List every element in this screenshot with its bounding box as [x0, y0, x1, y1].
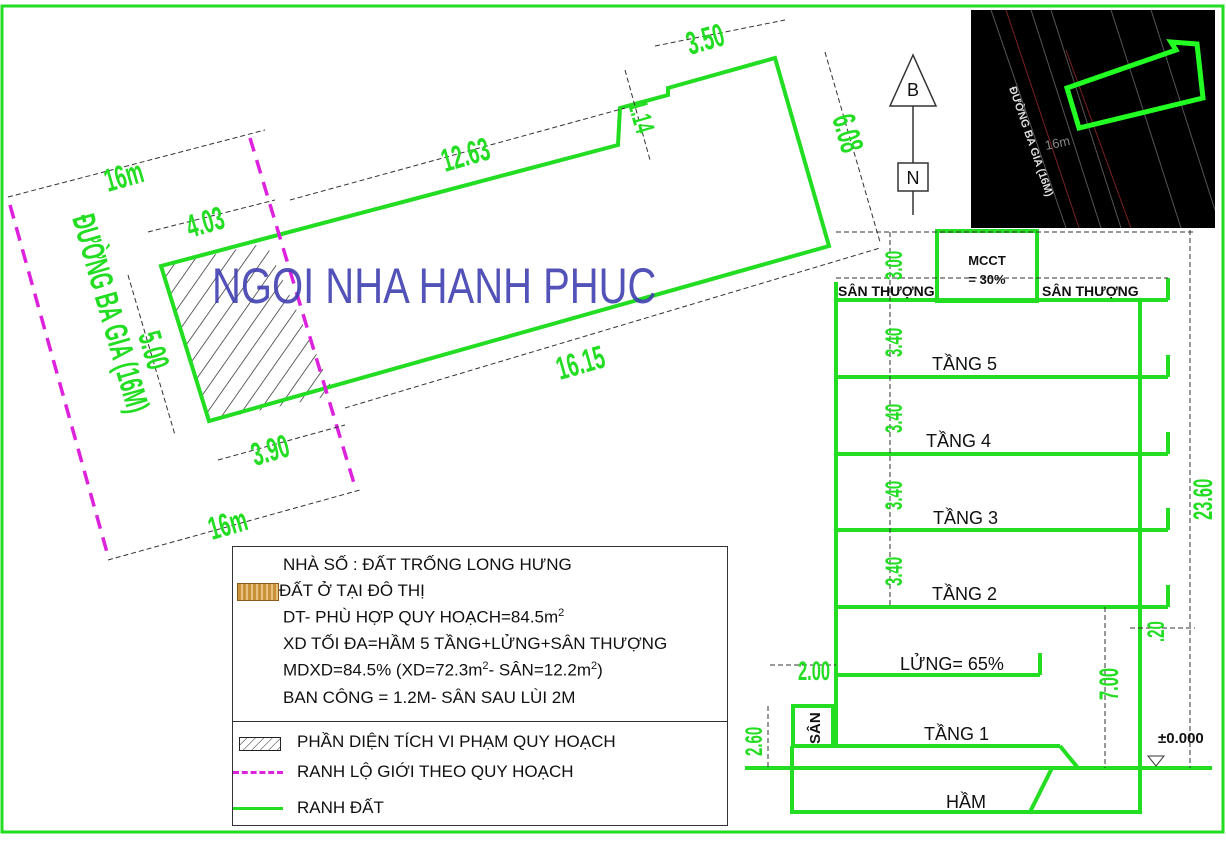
floor-4-label: TẦNG 4	[926, 430, 991, 451]
legend-key-road-limit: RANH LỘ GIỚI THEO QUY HOẠCH	[297, 762, 574, 781]
dim-floor5-height: 3.40	[882, 328, 908, 357]
dim-notch: 1.14	[622, 97, 661, 137]
violation-area	[161, 243, 335, 421]
ground-floor-label: TẦNG 1	[924, 723, 989, 744]
road-limit-line	[248, 137, 358, 491]
legend-area: DT- PHÙ HỢP QUY HOẠCH=84.5m2	[283, 607, 564, 628]
legend-mdxd-a: MDXD=84.5% (XD=72.3m	[283, 660, 483, 680]
dim-back-width: 3.50	[682, 17, 729, 62]
dim-road-top: 16m	[100, 153, 148, 199]
roof-left-label: SÂN THƯỢNG	[838, 282, 935, 299]
legend-mdxd-c: )	[597, 660, 603, 680]
legend-mdxd-b: - SÂN=12.2m	[488, 660, 592, 680]
dim-rear-depth: 6.08	[825, 110, 870, 157]
dim-ground-height: 7.00	[1094, 668, 1124, 700]
compass-top-label: B	[907, 80, 919, 100]
road-edge-line	[8, 204, 110, 557]
street-label: ĐƯỜNG BA GIA (16M)	[65, 210, 158, 417]
mcct-label-2: = 30%	[968, 272, 1006, 287]
legend-area-text: DT- PHÙ HỢP QUY HOẠCH=84.5m	[283, 607, 559, 627]
dim-total-height: 23.60	[1188, 479, 1218, 520]
level-marker-icon	[1146, 755, 1166, 767]
road-limit-swatch-icon	[233, 771, 283, 774]
legend-land-type: ĐẤT Ở TẠI ĐÔ THỊ	[279, 581, 425, 600]
legend-max-build: XD TỐI ĐA=HẦM 5 TẦNG+LỬNG+SÂN THƯỢNG	[283, 634, 668, 653]
legend-title: NHÀ SỐ : ĐẤT TRỐNG LONG HƯNG	[283, 555, 572, 574]
dimension-lines	[7, 19, 881, 561]
site-plan: 16m 16m 4.03 3.90 5.00 12.63 16.15 3.50 …	[7, 17, 881, 561]
mcct-label-1: MCCT	[968, 253, 1006, 268]
dim-front-bottom: 3.90	[247, 428, 294, 473]
building-section	[745, 229, 1212, 814]
floor-2-label: TẦNG 2	[932, 583, 997, 604]
legend-mdxd: MDXD=84.5% (XD=72.3m2- SÂN=12.2m2)	[283, 660, 603, 681]
legend-mdxd-sup1: 2	[482, 660, 489, 672]
violation-swatch-icon	[239, 737, 281, 751]
dim-setback: 2.00	[798, 656, 830, 686]
dim-floor3-height: 3.40	[882, 481, 908, 510]
north-compass: B N	[888, 53, 938, 215]
dim-top-height: 3.00	[882, 251, 908, 280]
section-dimension-lines	[767, 230, 1195, 768]
inset-map-canvas: ĐƯỜNG BA GIA (16M) 16m	[990, 10, 1215, 228]
legend-box: NHÀ SỐ : ĐẤT TRỐNG LONG HƯNG ĐẤT Ở TẠI Đ…	[232, 546, 728, 826]
boundary-swatch-icon	[233, 807, 283, 810]
dim-small: .20	[1144, 621, 1170, 642]
legend-mdxd-sup2: 2	[591, 660, 598, 672]
roof-right-label: SÂN THƯỢNG	[1042, 282, 1139, 299]
inset-lot-outline	[1063, 39, 1206, 131]
dim-side-bottom: 16.15	[552, 339, 609, 387]
dim-floor4-height: 3.40	[882, 404, 908, 433]
location-inset-map: ĐƯỜNG BA GIA (16M) 16m	[971, 10, 1215, 228]
floor-3-label: TẦNG 3	[933, 507, 998, 528]
yard-label: SÂN	[806, 712, 824, 744]
watermark: NGOI NHA HANH PHUC	[212, 258, 656, 314]
legend-key-boundary: RANH ĐẤT	[297, 798, 384, 817]
basement-label: HẦM	[946, 791, 986, 812]
level-zero-label: ±0.000	[1158, 730, 1204, 747]
legend-balcony: BAN CÔNG = 1.2M- SÂN SAU LÙI 2M	[283, 688, 576, 707]
mezzanine-label: LỬNG= 65%	[900, 653, 1004, 674]
legend-key-violation: PHẦN DIỆN TÍCH VI PHẠM QUY HOẠCH	[297, 732, 616, 751]
dim-yard-height: 2.60	[742, 727, 768, 756]
land-swatch-icon	[237, 583, 279, 601]
dim-road-bottom: 16m	[204, 501, 252, 547]
dim-side-top: 12.63	[437, 131, 494, 179]
dim-front-top: 4.03	[182, 200, 229, 245]
inset-width-label: 16m	[1044, 133, 1072, 153]
land-boundary	[158, 55, 832, 424]
compass-bottom-label: N	[907, 168, 920, 188]
legend-area-sup: 2	[558, 607, 565, 619]
dim-floor2-height: 3.40	[882, 557, 908, 586]
legend-divider	[233, 721, 727, 722]
floor-5-label: TẦNG 5	[932, 353, 997, 374]
